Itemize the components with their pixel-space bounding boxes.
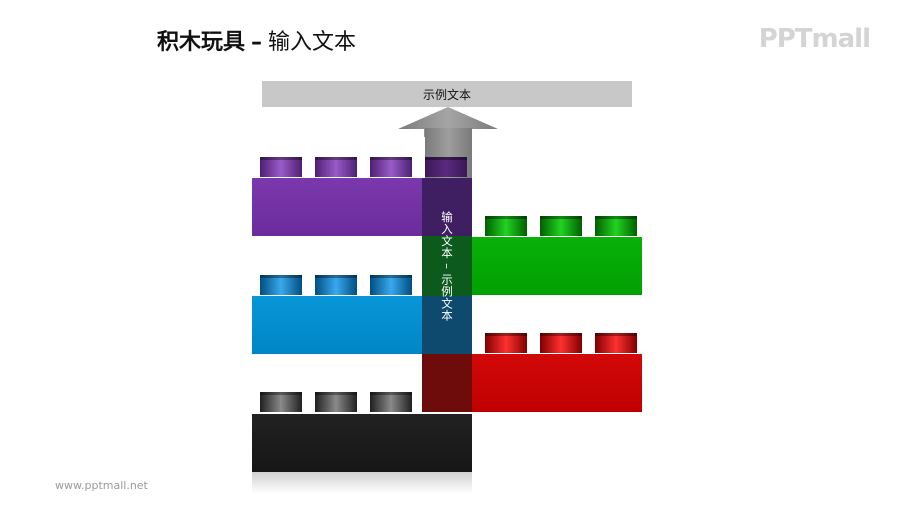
brick-black [252, 392, 472, 472]
brick-reflection [252, 472, 472, 494]
stud [370, 157, 412, 177]
stud [260, 392, 302, 412]
stud [260, 275, 302, 295]
banner-label: 示例文本 [422, 87, 471, 102]
vertical-label-text: 输入文本 – 示例文本 [440, 210, 454, 322]
stud [540, 216, 582, 236]
stud [425, 157, 467, 177]
overlay-band-purple [422, 178, 472, 236]
footer-url[interactable]: www.pptmall.net [55, 479, 148, 492]
up-arrow-icon [398, 107, 498, 137]
stud [315, 275, 357, 295]
stud [315, 157, 357, 177]
title-sub: 输入文本 [268, 30, 357, 55]
title-main: 积木玩具 [157, 30, 246, 55]
stud [370, 275, 412, 295]
stud [315, 392, 357, 412]
top-banner: 示例文本 [262, 81, 632, 107]
stud [540, 333, 582, 353]
overlay-band-green [422, 236, 472, 296]
overlay-band-red [422, 354, 472, 412]
title-separator: – [251, 30, 263, 55]
stud [370, 392, 412, 412]
brick-body [252, 414, 472, 472]
stud [595, 216, 637, 236]
stud [485, 216, 527, 236]
brand-logo: PPTmall [758, 24, 871, 54]
overlay-band-blue [422, 296, 472, 354]
stud [485, 333, 527, 353]
page-title: 积木玩具–输入文本 [157, 24, 356, 56]
stud [260, 157, 302, 177]
vertical-label: 输入文本 – 示例文本 [422, 178, 472, 354]
stud [595, 333, 637, 353]
